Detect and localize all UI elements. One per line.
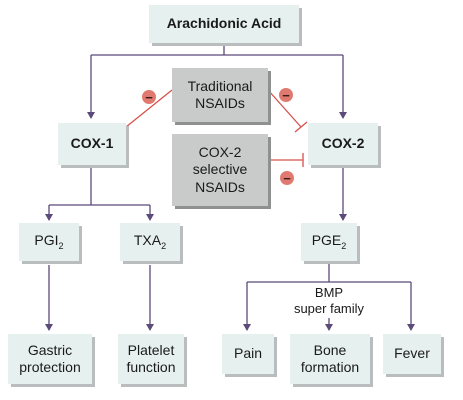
fever-label: Fever	[394, 345, 430, 362]
arachidonic-acid-label: Arachidonic Acid	[166, 15, 282, 32]
pgi2-node: PGI2	[19, 223, 79, 261]
inhibition-badge-cox2: −	[279, 88, 293, 102]
cox2-selective-line2: selective	[192, 161, 248, 178]
inhibition-badge-cox2-selective: −	[280, 171, 294, 185]
txa2-label: TXA2	[133, 231, 167, 251]
cox2-selective-nsaids-node: COX-2 selective NSAIDs	[172, 134, 268, 206]
pain-node: Pain	[222, 334, 274, 374]
bone-line1: Bone	[313, 341, 347, 358]
cox2-label: COX-2	[321, 135, 365, 152]
pgi2-label: PGI2	[34, 231, 64, 251]
cox2-node: COX-2	[308, 123, 378, 165]
gastric-protection-node: Gastric protection	[8, 334, 92, 384]
inhibit-cox2-line	[267, 89, 302, 128]
gastric-line2: protection	[19, 359, 81, 375]
cox1-node: COX-1	[58, 123, 126, 165]
bmp-super-family-label: BMP super family	[279, 285, 379, 318]
pge2-node: PGE2	[301, 223, 357, 261]
inhibit-cox2-bar	[294, 121, 308, 133]
traditional-nsaids-line1: Traditional	[187, 77, 253, 94]
arachidonic-acid-node: Arachidonic Acid	[149, 5, 299, 43]
fever-node: Fever	[383, 334, 441, 374]
bone-line2: formation	[300, 359, 360, 375]
cox1-label: COX-1	[70, 135, 114, 152]
cox2-selective-line1: COX-2	[198, 143, 242, 160]
pge2-label: PGE2	[311, 231, 347, 251]
bone-formation-node: Bone formation	[290, 334, 370, 384]
traditional-nsaids-node: Traditional NSAIDs	[172, 68, 268, 122]
platelet-line1: Platelet	[127, 341, 175, 358]
cox2-selective-line3: NSAIDs	[195, 178, 245, 195]
inhibition-badge-cox1: −	[142, 90, 156, 104]
gastric-line1: Gastric	[27, 341, 73, 358]
platelet-function-node: Platelet function	[118, 334, 184, 384]
txa2-node: TXA2	[120, 223, 180, 261]
inhibit-cox1-line	[120, 89, 173, 132]
traditional-nsaids-line2: NSAIDs	[195, 95, 245, 111]
pain-label: Pain	[233, 345, 263, 362]
platelet-line2: function	[126, 359, 176, 375]
